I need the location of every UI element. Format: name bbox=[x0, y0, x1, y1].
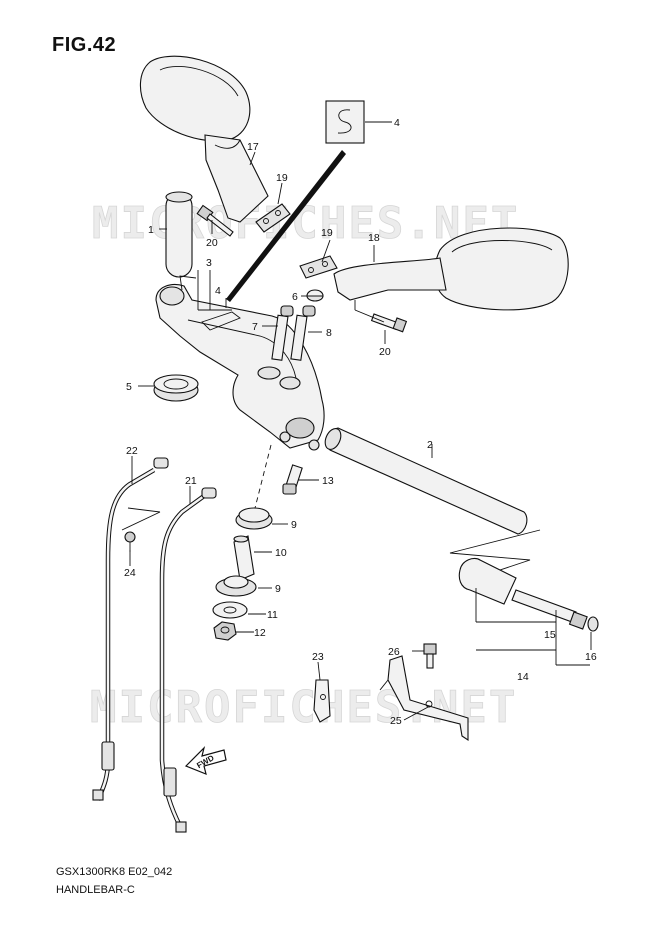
ring-part[interactable] bbox=[153, 374, 199, 402]
callout-21: 21 bbox=[185, 475, 197, 487]
callout-labels: 1 2 3 4 4 5 6 7 8 9 9 10 11 12 13 14 15 … bbox=[124, 117, 597, 727]
emblem-part[interactable] bbox=[325, 100, 365, 144]
callout-9-lower: 9 bbox=[275, 583, 281, 595]
callout-16: 16 bbox=[585, 651, 597, 663]
callout-19-upper: 19 bbox=[276, 172, 288, 184]
callout-3: 3 bbox=[206, 257, 212, 269]
bolt-13-part[interactable] bbox=[282, 464, 303, 495]
callout-18: 18 bbox=[368, 232, 380, 244]
figure-title: FIG.42 bbox=[52, 34, 117, 56]
callout-26: 26 bbox=[388, 646, 400, 658]
plug-part[interactable] bbox=[306, 289, 324, 302]
callout-25: 25 bbox=[390, 715, 402, 727]
callout-12: 12 bbox=[254, 627, 266, 639]
clamp-23-part[interactable] bbox=[313, 679, 331, 723]
mirror-bracket-upper-part[interactable] bbox=[255, 203, 291, 233]
mirror-left-part[interactable] bbox=[139, 55, 269, 223]
callout-14: 14 bbox=[517, 671, 529, 683]
callout-4-holder: 4 bbox=[215, 285, 221, 297]
cushion-upper-part[interactable] bbox=[235, 507, 273, 530]
callout-1: 1 bbox=[148, 224, 154, 236]
callout-23: 23 bbox=[312, 651, 324, 663]
handlebar-holder-part[interactable] bbox=[155, 283, 325, 451]
callout-11: 11 bbox=[267, 609, 278, 621]
bolt-right-part[interactable] bbox=[370, 313, 408, 333]
callout-8: 8 bbox=[326, 327, 332, 339]
callout-17: 17 bbox=[247, 141, 259, 153]
bolt-8-part[interactable] bbox=[290, 305, 316, 361]
watermark-top: MICROFICHES.NET bbox=[92, 198, 519, 249]
handlebar-tube-part[interactable] bbox=[322, 426, 528, 535]
cushion-lower-part[interactable] bbox=[215, 575, 257, 597]
axis-dashed-line bbox=[253, 444, 272, 513]
throttle-cable-21-part[interactable] bbox=[159, 487, 217, 833]
callout-4-emblem: 4 bbox=[394, 117, 400, 129]
screw-24-part[interactable] bbox=[124, 531, 136, 552]
washer-part[interactable] bbox=[212, 601, 248, 619]
callout-6: 6 bbox=[292, 291, 298, 303]
throttle-cable-22-part[interactable] bbox=[92, 457, 169, 801]
callout-22: 22 bbox=[126, 445, 138, 457]
model-code-label: GSX1300RK8 E02_042 bbox=[56, 866, 173, 878]
mirror-right-part[interactable] bbox=[333, 227, 569, 311]
emblem-pointer-line bbox=[226, 150, 346, 302]
fwd-arrow-icon: FWD bbox=[184, 746, 227, 775]
callout-7: 7 bbox=[252, 321, 258, 333]
bolt-26-part[interactable] bbox=[423, 643, 437, 669]
balancer-part[interactable] bbox=[458, 557, 517, 605]
callout-10: 10 bbox=[275, 547, 287, 559]
callout-13: 13 bbox=[322, 475, 334, 487]
balancer-cap-part[interactable] bbox=[587, 616, 599, 632]
callout-24: 24 bbox=[124, 567, 136, 579]
callout-20-right: 20 bbox=[379, 346, 391, 358]
watermark-bottom: MICROFICHES.NET bbox=[90, 682, 517, 733]
nut-part[interactable] bbox=[213, 621, 237, 641]
callout-5: 5 bbox=[126, 381, 132, 393]
balancer-screw-part[interactable] bbox=[511, 589, 588, 630]
grip-part[interactable] bbox=[165, 191, 193, 278]
bolt-upper-part[interactable] bbox=[196, 204, 234, 237]
section-name-label: HANDLEBAR-C bbox=[56, 884, 135, 896]
mirror-bracket-right-part[interactable] bbox=[299, 255, 338, 279]
callout-19-right: 19 bbox=[321, 227, 333, 239]
callout-2: 2 bbox=[427, 439, 433, 451]
collar-part[interactable] bbox=[233, 535, 255, 581]
callout-9-upper: 9 bbox=[291, 519, 297, 531]
bolt-7-part[interactable] bbox=[271, 305, 294, 361]
leader-lines bbox=[121, 121, 592, 721]
callout-15: 15 bbox=[544, 629, 556, 641]
callout-20-upper: 20 bbox=[206, 237, 218, 249]
